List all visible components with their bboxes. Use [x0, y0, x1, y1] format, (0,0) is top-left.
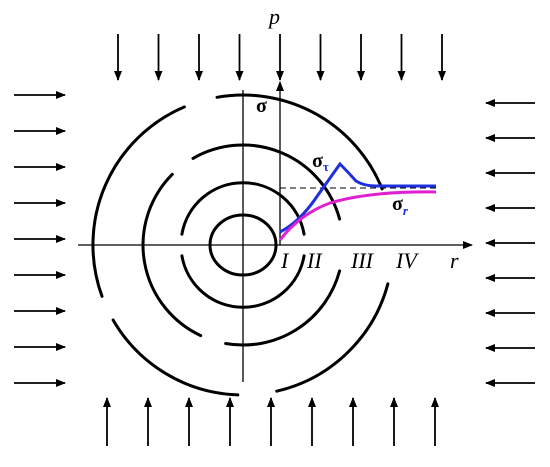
zone-ring-4 [275, 282, 390, 393]
sigma-theta-curve [279, 161, 436, 234]
top-load-arrows [114, 34, 446, 81]
axes [78, 81, 473, 382]
zone-label-4: IV [395, 248, 419, 273]
sigma-theta-symbol: σ [312, 150, 323, 172]
pressure-label: p [267, 4, 280, 29]
right-load-arrows [485, 99, 535, 387]
sigma-r-symbol: σ [392, 193, 403, 215]
radius-axis-label: r [450, 248, 459, 273]
left-load-arrows [14, 91, 66, 387]
zone-label-3: III [350, 248, 375, 273]
zone-label-1: I [280, 248, 290, 273]
sigma-axis-label: σ [256, 95, 267, 117]
zone-ring-3 [191, 143, 342, 221]
sigma-r-subscript: r [403, 203, 409, 218]
zone-ring-4 [91, 105, 186, 298]
zone-ring-3 [224, 269, 342, 347]
zone-ring-3 [141, 172, 203, 338]
sigma-theta-subscript: τ [323, 159, 329, 174]
zone-label-2: II [306, 248, 323, 273]
bottom-load-arrows [103, 397, 439, 446]
sigma-r-curve [278, 190, 437, 241]
sigma-theta-label: στ [312, 150, 329, 174]
zone-ring-4 [111, 318, 240, 397]
zone-ring-4 [215, 93, 384, 191]
sigma-r-label: σr [392, 193, 409, 218]
